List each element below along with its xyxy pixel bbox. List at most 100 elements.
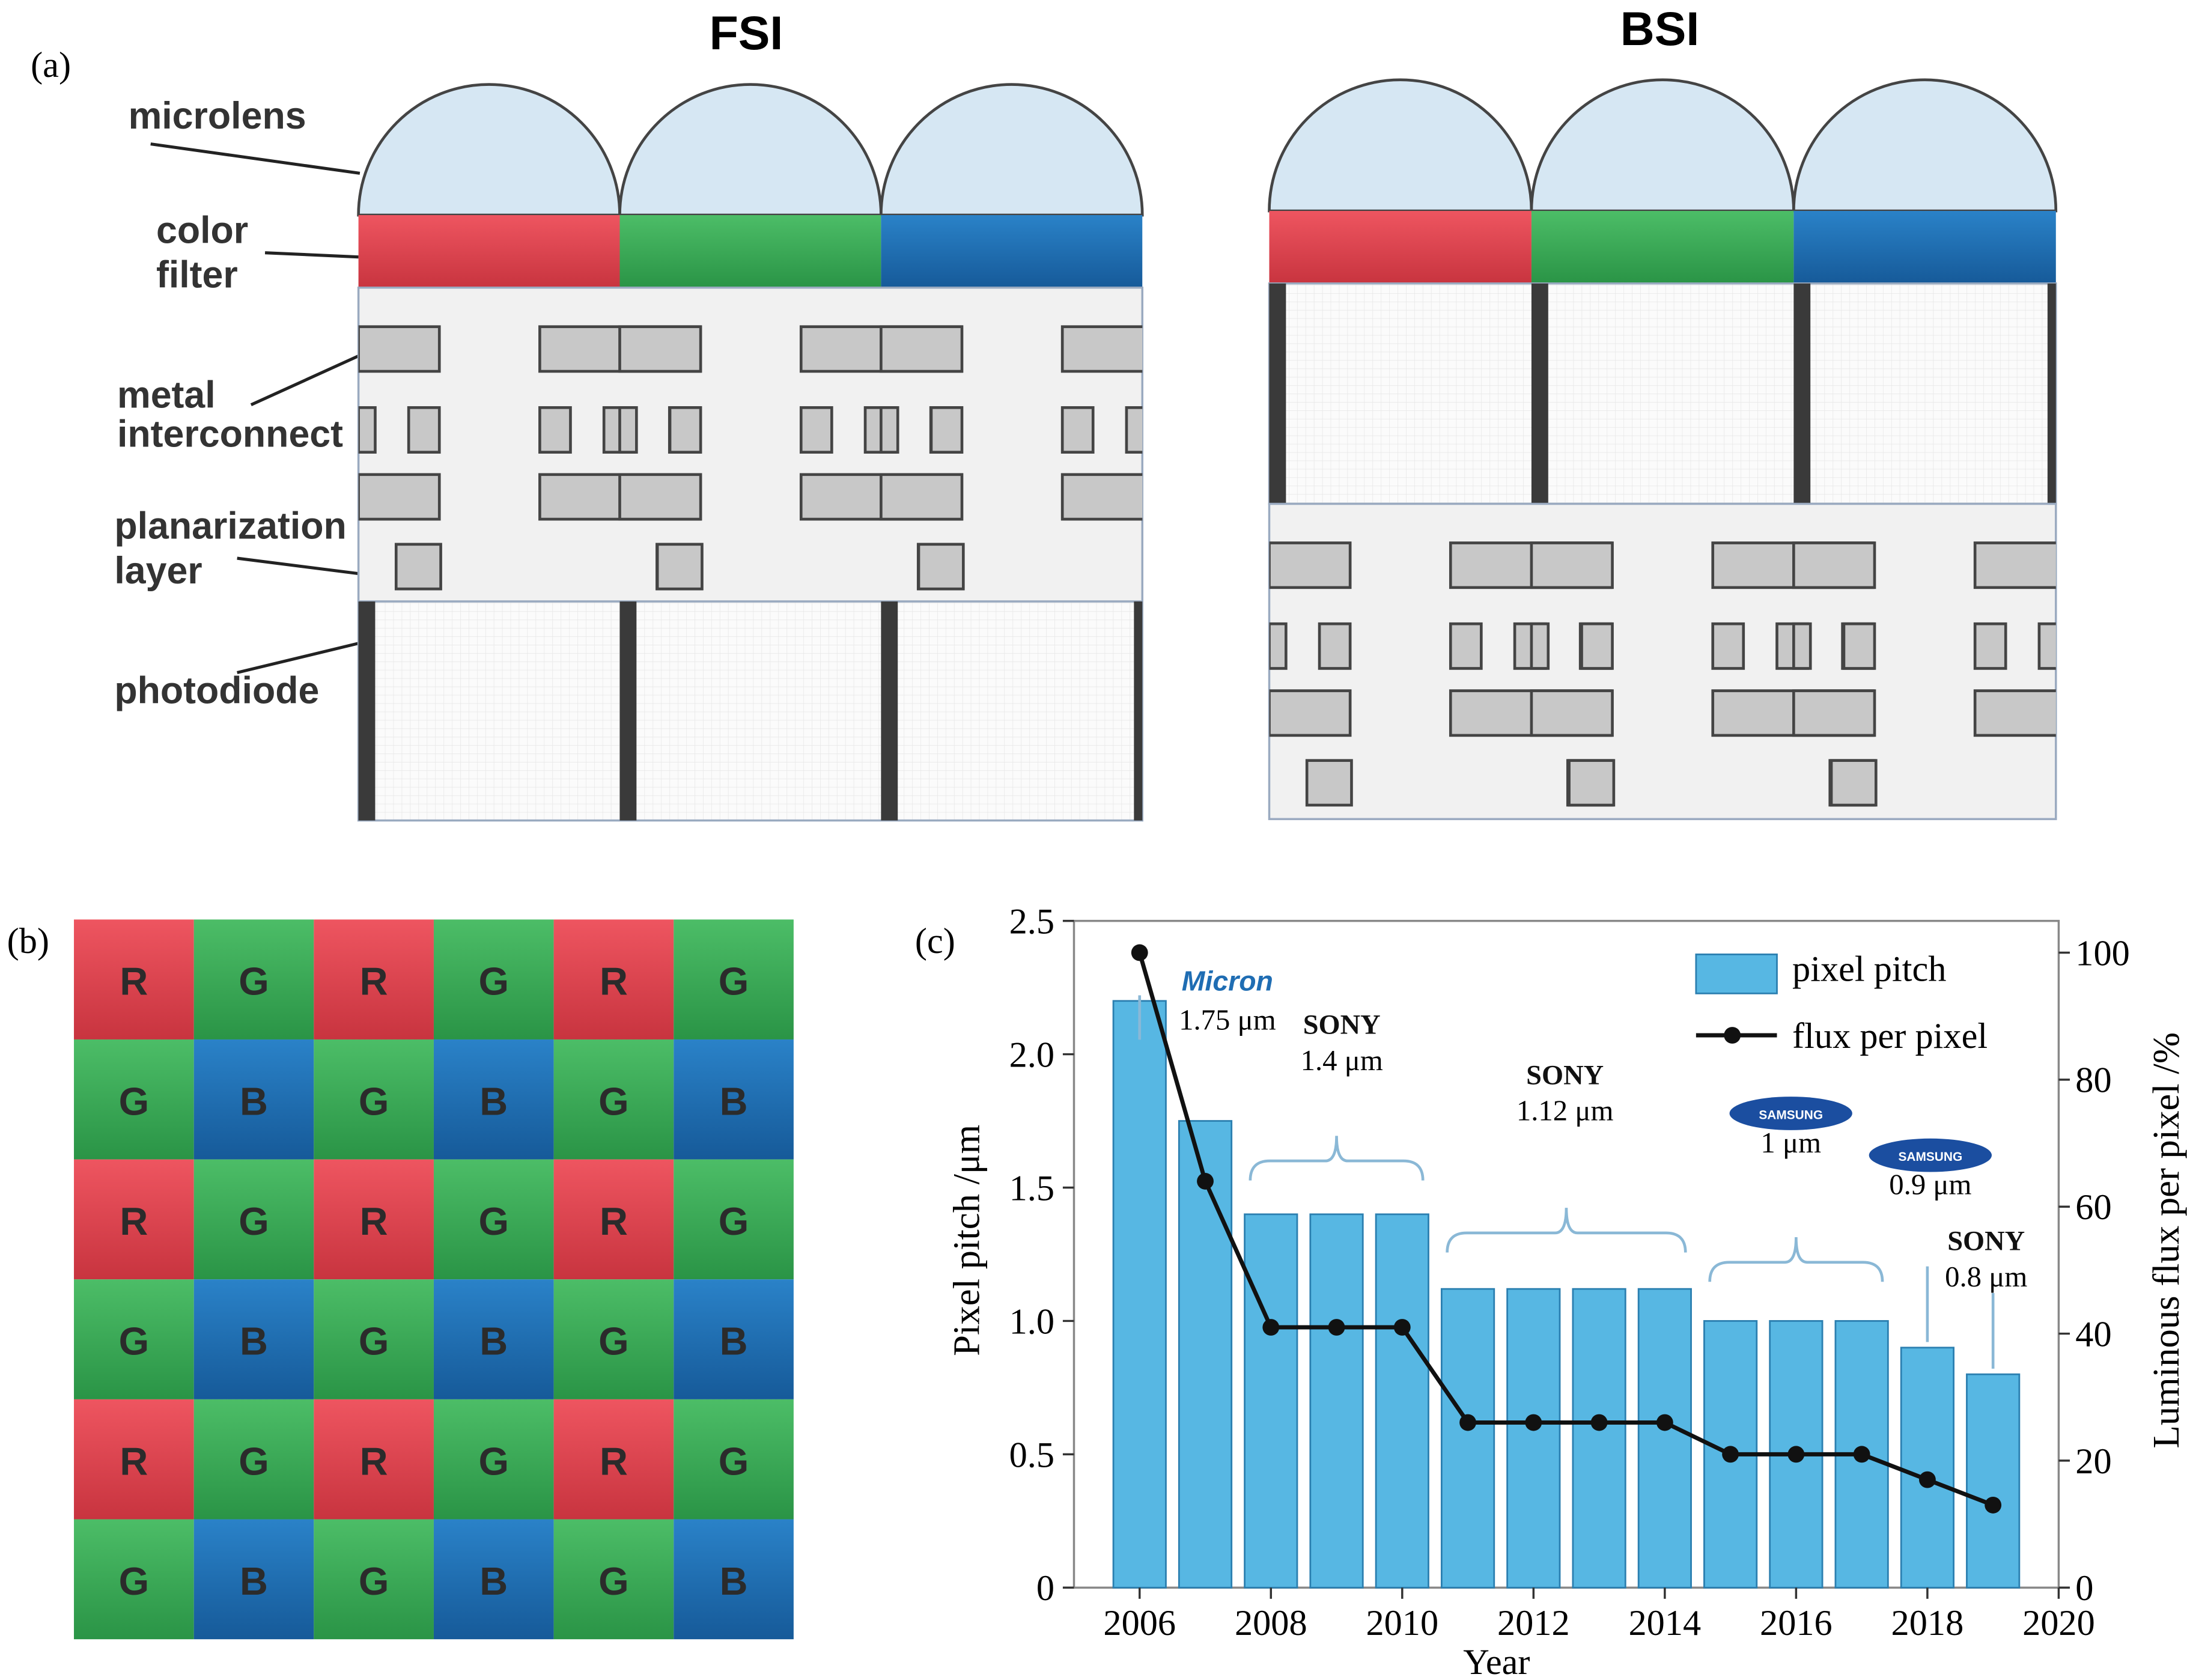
label-filter: filter [156,254,238,296]
metal-block [1792,622,1812,670]
bayer-cell-letter: R [360,960,388,1003]
bayer-cell-red: R [74,1399,194,1520]
bayer-cell-letter: G [719,1199,749,1243]
bayer-cell-letter: R [600,960,628,1003]
microlens [618,83,883,217]
bayer-cell-letter: G [479,960,509,1003]
bayer-cell-blue: B [433,1039,554,1160]
panel-b-label: (b) [7,921,49,961]
bayer-cell-blue: B [433,1519,554,1640]
bar-2018 [1900,1347,1955,1589]
bar-2006 [1112,1000,1167,1589]
vendor-logo: SAMSUNG [1899,1150,1963,1164]
legend-label-flux: flux per pixel [1792,1016,1988,1056]
bayer-cell-fill [314,1039,434,1160]
legend-bar-swatch [1695,953,1778,994]
bayer-cell-fill [74,1159,194,1280]
metal-block [618,325,702,373]
ytick-label: 0 [1036,1568,1054,1608]
bar-2008 [1244,1213,1298,1589]
metal-block [929,406,964,454]
leader-planarization [237,556,359,576]
xtick-label: 2008 [1235,1603,1307,1643]
metal-block [1973,689,2056,737]
metal-block [2037,622,2056,670]
bayer-cell-letter: B [240,1559,268,1603]
photodiode-region [1268,282,2057,505]
bayer-cell-red: R [553,1159,674,1280]
bayer-cell-letter: G [239,1439,269,1483]
metal-block [1530,689,1614,737]
bayer-cell-fill [74,1519,194,1640]
flux-point-2015 [1722,1446,1739,1463]
bayer-cell-green: G [674,1159,794,1280]
metal-block [1530,541,1614,589]
bayer-cell-letter: G [359,1079,389,1123]
ytick-label: 2.5 [1009,902,1054,942]
metal-block [1580,622,1614,670]
bayer-cell-fill [553,1039,674,1160]
legend-line-marker [1724,1027,1741,1044]
bayer-cell-green: G [193,1159,314,1280]
bayer-cell-green: G [314,1519,434,1640]
bayer-cell-red: R [553,919,674,1039]
bayer-cell-fill [314,1519,434,1640]
metal-block [394,543,442,591]
vendor-logo: SONY [1947,1226,2025,1257]
bayer-cell-fill [433,1159,554,1280]
xtick-label: 2018 [1891,1603,1964,1643]
vendor-logo: SONY [1526,1060,1604,1091]
bayer-cell-letter: B [479,1319,508,1363]
bayer-cell-fill [193,1039,314,1160]
ytick-label: 2.0 [1009,1035,1054,1075]
vendor-logo: SONY [1303,1010,1381,1041]
metal-block [1792,541,1876,589]
bayer-cell-letter: R [120,1199,148,1243]
bar-2010 [1375,1213,1429,1589]
leader-lines [150,142,360,674]
bayer-cell-fill [674,1519,794,1640]
bayer-cell-letter: B [479,1079,508,1123]
bayer-cell-letter: B [720,1079,748,1123]
y2-axis-title: Luminous flux per pixel /% [2145,1032,2187,1449]
microlens [1268,78,1533,213]
bayer-cell-letter: B [720,1559,748,1603]
label-color: color [156,209,248,251]
bayer-cell-letter: G [239,1199,269,1243]
bayer-cell-fill [553,1519,674,1640]
flux-point-2008 [1262,1319,1280,1336]
metal-block [1568,759,1616,807]
xtick-label: 2016 [1760,1603,1833,1643]
metal-block [655,543,704,591]
color-filter-blue [881,215,1143,288]
dielectric-stack [357,286,1143,603]
bayer-cell-fill [553,1399,674,1520]
bayer-cell-red: R [314,1399,434,1520]
bayer-cell-letter: R [360,1439,388,1483]
vendor-pitch: 1 μm [1760,1127,1821,1159]
y2tick-label: 20 [2075,1441,2111,1482]
vendor-pitch: 1.4 μm [1301,1044,1383,1077]
metal-block [1318,622,1352,670]
label-microlens: microlens [129,95,306,137]
leader-metal [250,355,359,407]
bayer-cell-fill [674,1159,794,1280]
y2tick-label: 60 [2075,1187,2111,1228]
bayer-cell-green: G [433,1159,554,1280]
metal-block [1449,622,1483,670]
metal-interconnect [358,325,1143,591]
metal-block [1060,473,1143,521]
y-axis-title: Pixel pitch /μm [946,1125,988,1356]
metal-block [1830,759,1878,807]
bayer-cell-letter: G [479,1199,509,1243]
metal-block [1842,622,1876,670]
fsi-diagram [357,83,1144,822]
microlens [880,83,1144,217]
bayer-cell-green: G [314,1279,434,1399]
bayer-cell-fill [433,1039,554,1160]
